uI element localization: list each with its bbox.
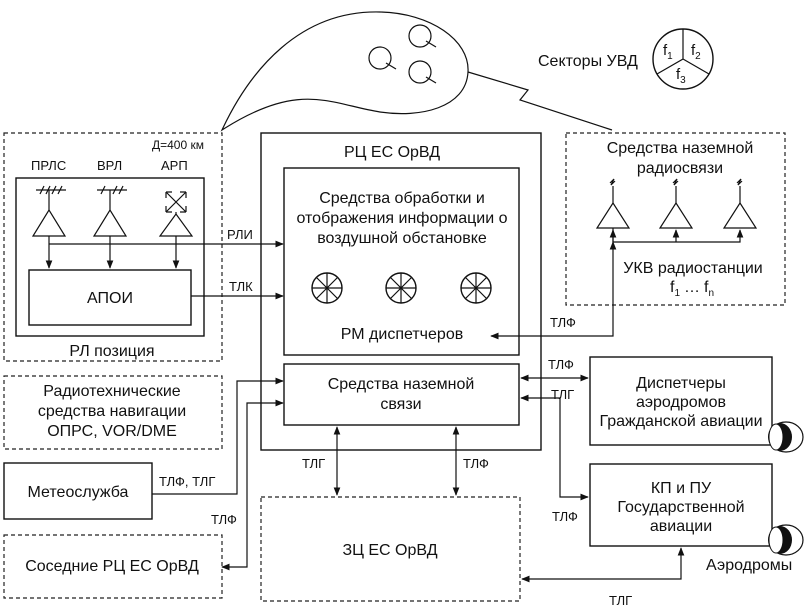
radar-prls-icon	[31, 185, 67, 237]
link-tlg-bottom: ТЛГ	[609, 593, 632, 608]
link-tlf-state: ТЛФ	[552, 509, 578, 524]
airspace-bubble	[220, 11, 469, 132]
meteo-label: Метеослужба	[28, 484, 129, 501]
zc-boundary	[260, 496, 521, 602]
apoi-label: АПОИ	[87, 290, 133, 307]
aerodrome-icon	[768, 524, 804, 556]
link-tlg-zc: ТЛГ	[302, 456, 325, 471]
workstations-label: РМ диспетчеров	[341, 326, 463, 343]
vhf-freqs: f1…fn	[670, 279, 714, 299]
navaids-line-2: средства навигации	[38, 403, 186, 420]
apoi-box	[28, 269, 192, 326]
link-tlf-radio: ТЛФ	[550, 315, 576, 330]
antenna-icon	[595, 178, 631, 229]
link-rli: РЛИ	[227, 227, 253, 242]
navaids-line-1: Радиотехнические	[43, 383, 181, 400]
aircraft-icon	[368, 46, 397, 70]
radio-link-zigzag	[467, 71, 613, 131]
processing-line-2: отображения информации о	[296, 210, 507, 227]
sectors-title: Секторы УВД	[538, 53, 638, 70]
link-tlk: ТЛК	[229, 279, 253, 294]
sectors-pie-icon: f1 f2 f3	[652, 28, 714, 90]
aerodromes-label: Аэродромы	[706, 557, 792, 574]
radio-title-2: радиосвязи	[637, 160, 723, 177]
link-tlf-civil: ТЛФ	[548, 357, 574, 372]
meteo-box	[3, 462, 153, 520]
display-icon	[460, 272, 492, 304]
ground-comm-box	[283, 363, 520, 426]
rc-center-title: РЦ ЕС ОрВД	[344, 144, 440, 161]
radar-label-arp: АРП	[161, 158, 188, 173]
rl-position-boundary	[3, 132, 223, 362]
navaids-line-3: ОПРС, VOR/DME	[47, 423, 177, 440]
civil-line-3: Гражданской авиации	[599, 413, 762, 430]
ground-comm-line-1: Средства наземной	[328, 376, 475, 393]
processing-line-3: воздушной обстановке	[317, 230, 487, 247]
vhf-label: УКВ радиостанции	[623, 260, 763, 277]
state-line-1: КП и ПУ	[651, 480, 712, 497]
svg-text:f1: f1	[663, 42, 673, 62]
radar-vrl-icon	[92, 185, 128, 237]
civil-box	[589, 356, 773, 446]
zc-label: ЗЦ ЕС ОрВД	[342, 542, 437, 559]
rl-range-label: Д=400 км	[152, 138, 204, 152]
radio-boundary	[565, 132, 786, 306]
link-tlf-zc: ТЛФ	[463, 456, 489, 471]
svg-text:f3: f3	[676, 66, 686, 86]
ground-comm-line-2: связи	[380, 396, 421, 413]
radar-arp-icon	[158, 191, 194, 237]
aircraft-icon	[408, 60, 437, 84]
aerodrome-icon	[768, 421, 804, 453]
rl-position-label: РЛ позиция	[69, 343, 154, 360]
aircraft-icon	[408, 24, 437, 48]
display-icon	[385, 272, 417, 304]
neighbors-label: Соседние РЦ ЕС ОрВД	[25, 558, 199, 575]
link-tlg-civil: ТЛГ	[551, 387, 574, 402]
state-line-2: Государственной	[617, 499, 744, 516]
rl-position-inner	[15, 177, 205, 337]
link-tlf-neighbors: ТЛФ	[211, 512, 237, 527]
processing-line-1: Средства обработки и	[319, 190, 485, 207]
neighbors-boundary	[3, 534, 223, 599]
radio-title-1: Средства наземной	[607, 140, 754, 157]
svg-text:f2: f2	[691, 42, 701, 62]
antenna-icon	[722, 178, 758, 229]
civil-line-1: Диспетчеры	[636, 375, 726, 392]
radar-label-vrl: ВРЛ	[97, 158, 122, 173]
link-tlf-tlg: ТЛФ, ТЛГ	[159, 474, 215, 489]
antenna-icon	[658, 178, 694, 229]
state-line-3: авиации	[650, 518, 712, 535]
civil-line-2: аэродромов	[636, 394, 726, 411]
display-icon	[311, 272, 343, 304]
state-box	[589, 463, 773, 547]
radar-label-prls: ПРЛС	[31, 158, 66, 173]
